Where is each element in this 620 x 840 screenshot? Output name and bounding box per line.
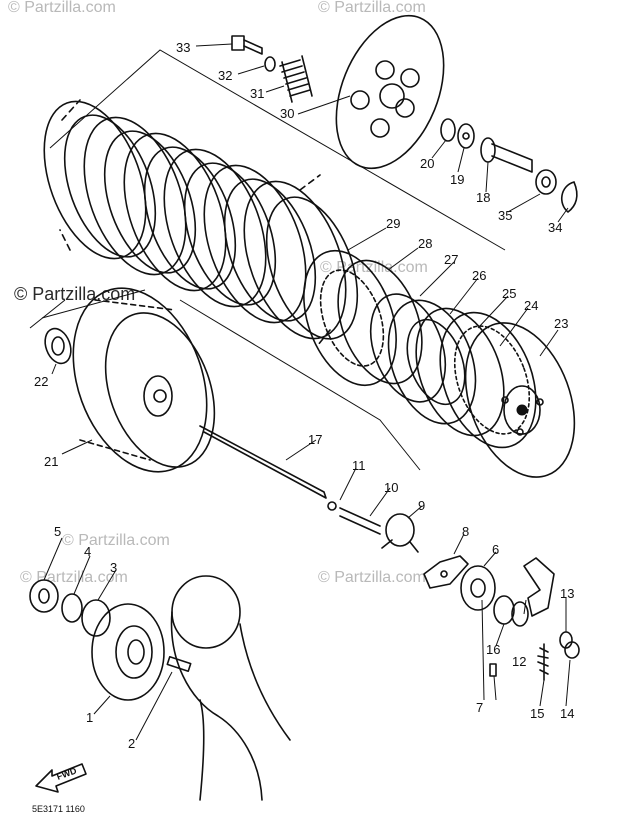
callout-labels: 33 32 31 30 20 19 18 35 34 29 28 27 26 2… (34, 40, 574, 751)
part-12-push-lever-arm (523, 557, 555, 617)
part-32-washer (264, 56, 276, 72)
callout-21: 21 (44, 454, 58, 469)
callout-13: 13 (560, 586, 574, 601)
callout-23: 23 (554, 316, 568, 331)
callout-4: 4 (84, 544, 91, 559)
part-21-clutch-housing (72, 287, 216, 473)
leader-lines (43, 43, 571, 741)
forward-arrow-label: FWD (55, 765, 78, 782)
callout-3: 3 (110, 560, 117, 575)
part-28-plate (337, 259, 423, 385)
part-1-primary-drive-gear (91, 603, 165, 701)
part-17-push-rod (199, 425, 327, 499)
part-7-pin (489, 663, 497, 677)
callout-9: 9 (418, 498, 425, 513)
part-22-thrust-washer (44, 327, 72, 365)
callout-18: 18 (476, 190, 490, 205)
crankshaft-phantom (170, 575, 291, 801)
part-26-seat-plate (387, 299, 477, 425)
callout-7: 7 (476, 700, 483, 715)
callout-10: 10 (384, 480, 398, 495)
callout-33: 33 (176, 40, 190, 55)
part-18-push-rod-1 (480, 137, 533, 173)
callout-12: 12 (512, 654, 526, 669)
callout-30: 30 (280, 106, 294, 121)
callout-16: 16 (486, 642, 500, 657)
callout-28: 28 (418, 236, 432, 251)
diagram-code: 5E3171 1160 (32, 804, 85, 814)
callout-14: 14 (560, 706, 574, 721)
callout-34: 34 (548, 220, 562, 235)
callout-8: 8 (462, 524, 469, 539)
callout-6: 6 (492, 542, 499, 557)
part-15-spring (537, 643, 549, 681)
part-35-bearing (535, 169, 557, 195)
part-19-lock-washer (457, 123, 475, 149)
watermark-tile: © Partzilla.com (318, 0, 426, 16)
part-25-spring-plate (415, 307, 505, 437)
part-2-key (166, 655, 192, 673)
callout-1: 1 (86, 710, 93, 725)
callout-20: 20 (420, 156, 434, 171)
part-34-circlip (561, 181, 578, 213)
part-31-clutch-spring (279, 55, 313, 103)
part-33-bolt (231, 35, 263, 55)
part-9-push-lever (381, 513, 419, 553)
callout-5: 5 (54, 524, 61, 539)
part-10-push-rod (339, 507, 381, 535)
part-20-nut (440, 118, 456, 142)
watermark-tile: © Partzilla.com (8, 0, 116, 16)
part-23-pressure-plate (464, 322, 576, 478)
part-4-lock-washer (61, 593, 83, 623)
callout-27: 27 (444, 252, 458, 267)
callout-11: 11 (352, 458, 366, 473)
callout-35: 35 (498, 208, 512, 223)
callout-26: 26 (472, 268, 486, 283)
watermark-tile: © Partzilla.com (318, 569, 426, 586)
callout-15: 15 (530, 706, 544, 721)
watermark-layer: © Partzilla.com © Partzilla.com © Partzi… (8, 0, 428, 586)
callout-2: 2 (128, 736, 135, 751)
part-30-pressure-disk (335, 14, 445, 170)
part-29-friction-plate (303, 249, 397, 387)
part-3-washer (81, 599, 111, 637)
watermark-main: © Partzilla.com (14, 284, 135, 304)
callout-22: 22 (34, 374, 48, 389)
part-8-lever-plate (423, 555, 469, 589)
part-6-oil-seal (460, 565, 496, 611)
clutch-plate-stack (43, 99, 359, 346)
part-14-nut (564, 641, 580, 659)
part-24-clutch-boss (439, 311, 537, 449)
callout-17: 17 (308, 432, 322, 447)
watermark-tile: © Partzilla.com (62, 532, 170, 549)
callout-19: 19 (450, 172, 464, 187)
callout-31: 31 (250, 86, 264, 101)
callout-29: 29 (386, 216, 400, 231)
part-11-ball (327, 501, 337, 511)
callout-24: 24 (524, 298, 538, 313)
callout-32: 32 (218, 68, 232, 83)
callout-25: 25 (502, 286, 516, 301)
forward-arrow: FWD (35, 763, 87, 793)
part-27-circlip (369, 293, 447, 403)
part-16-bearing (493, 595, 529, 627)
